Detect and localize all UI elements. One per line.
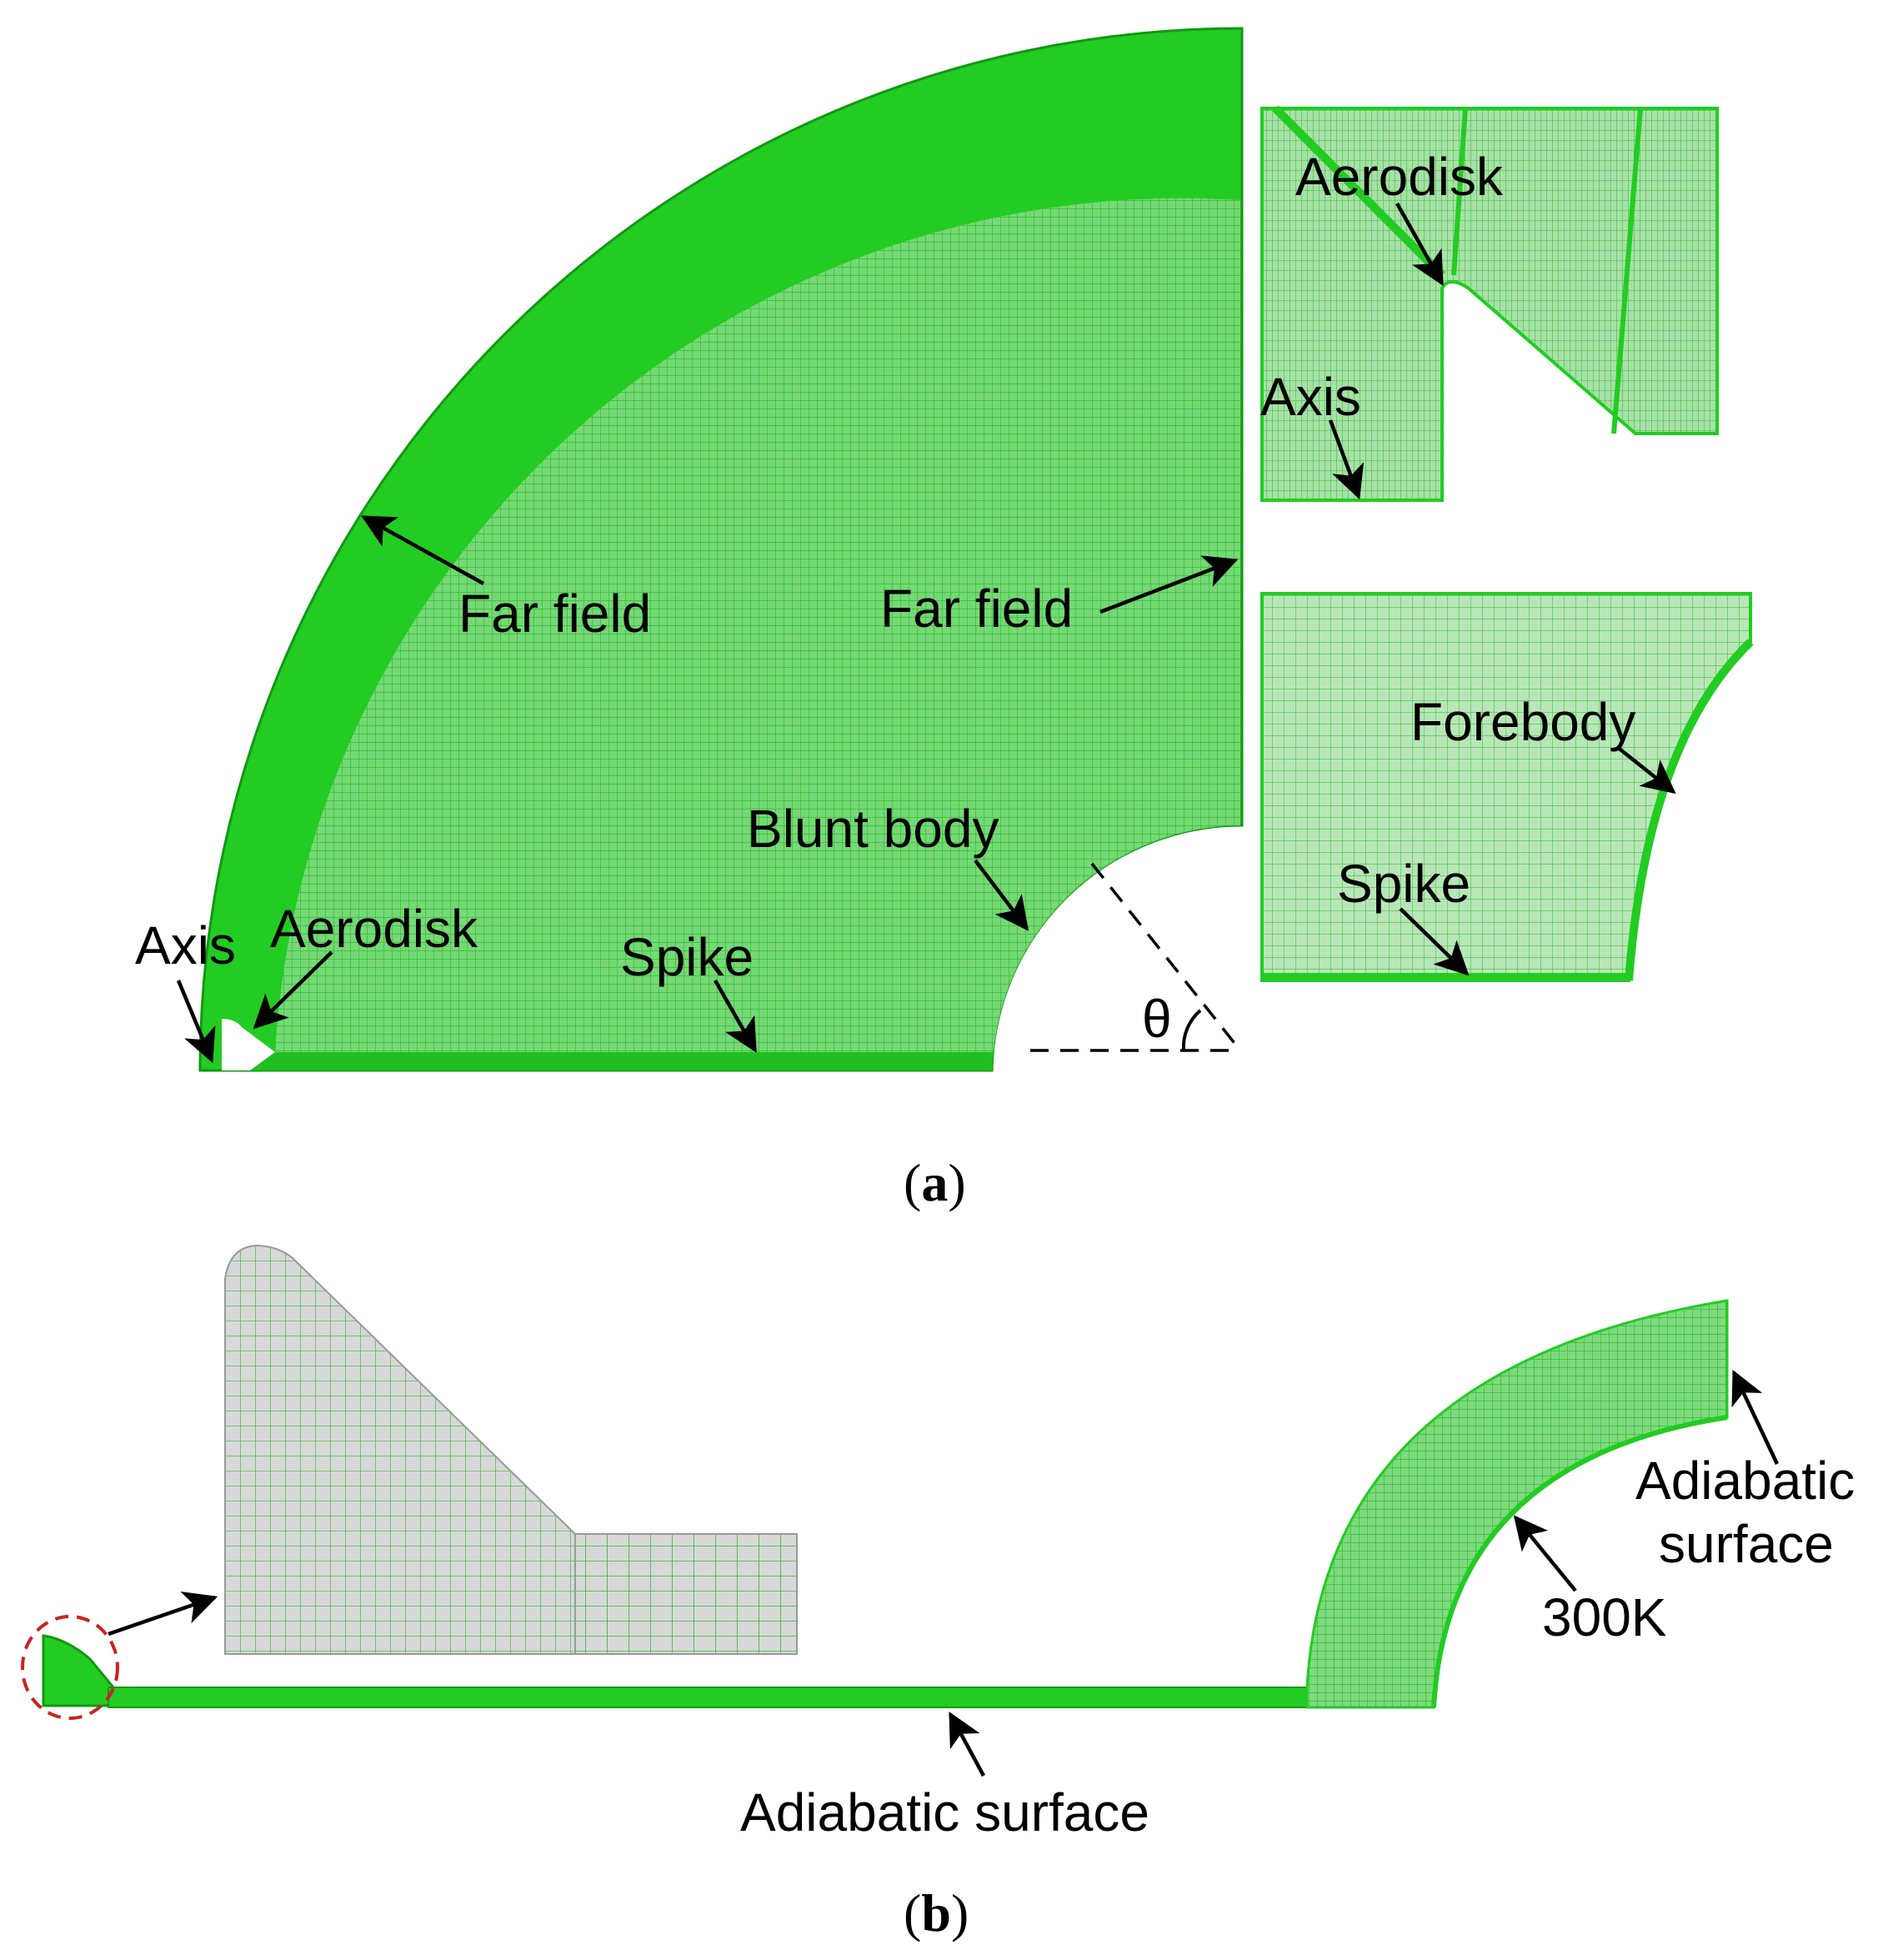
aerodisk-zoom-mesh [224, 1244, 798, 1655]
highlight-circle [21, 1615, 119, 1720]
inset-spike-label: Spike [1337, 854, 1470, 914]
caption-a: (a) [904, 1153, 966, 1212]
panel-a-callouts: Far field Far field Blunt body Axis Aero… [135, 515, 1239, 1064]
inset-forebody: Forebody Spike [1260, 592, 1754, 982]
panel-b: Adiabatic surface 300K Adiabatic surface… [21, 1244, 1855, 1942]
far-field-label-left: Far field [458, 584, 651, 644]
adiabatic-right-line1: Adiabatic [1635, 1451, 1855, 1511]
far-field-label-right: Far field [880, 579, 1073, 639]
panel-a: θ Far field Far field Blunt body Axis Ae… [135, 27, 1754, 1212]
adiabatic-bottom-label: Adiabatic surface [740, 1782, 1149, 1842]
inset-forebody-label: Forebody [1410, 692, 1635, 752]
inset-aerodisk-label: Aerodisk [1295, 147, 1504, 207]
domain-inner-mesh [275, 198, 1240, 1052]
caption-b: (b) [904, 1883, 969, 1942]
inset-aerodisk: Aerodisk Axis [1260, 105, 1719, 502]
aerodisk-zoom-coarse [574, 1533, 798, 1655]
blunt-body-label: Blunt body [747, 799, 999, 859]
domain-boundary-layer [250, 1052, 994, 1070]
panel-b-callouts: Adiabatic surface 300K Adiabatic surface [108, 1369, 1855, 1842]
aerodisk-label: Aerodisk [270, 899, 478, 959]
aerodisk-notch [222, 1019, 275, 1070]
spike-label: Spike [620, 927, 754, 987]
inset-axis-label: Axis [1260, 367, 1361, 427]
theta-indicator: θ [1030, 862, 1242, 1052]
solid-domain [21, 1299, 1729, 1720]
adiabatic-right-line2: surface [1659, 1514, 1834, 1574]
inset-forebody-mesh [1260, 592, 1752, 982]
aerodisk-solid [42, 1634, 115, 1707]
axis-label: Axis [135, 915, 236, 975]
theta-symbol: θ [1142, 989, 1172, 1049]
temperature-300k-label: 300K [1542, 1587, 1666, 1647]
aerodisk-zoom-fine [224, 1244, 576, 1655]
spike-solid [108, 1687, 1435, 1708]
computational-domain [198, 27, 1244, 1072]
